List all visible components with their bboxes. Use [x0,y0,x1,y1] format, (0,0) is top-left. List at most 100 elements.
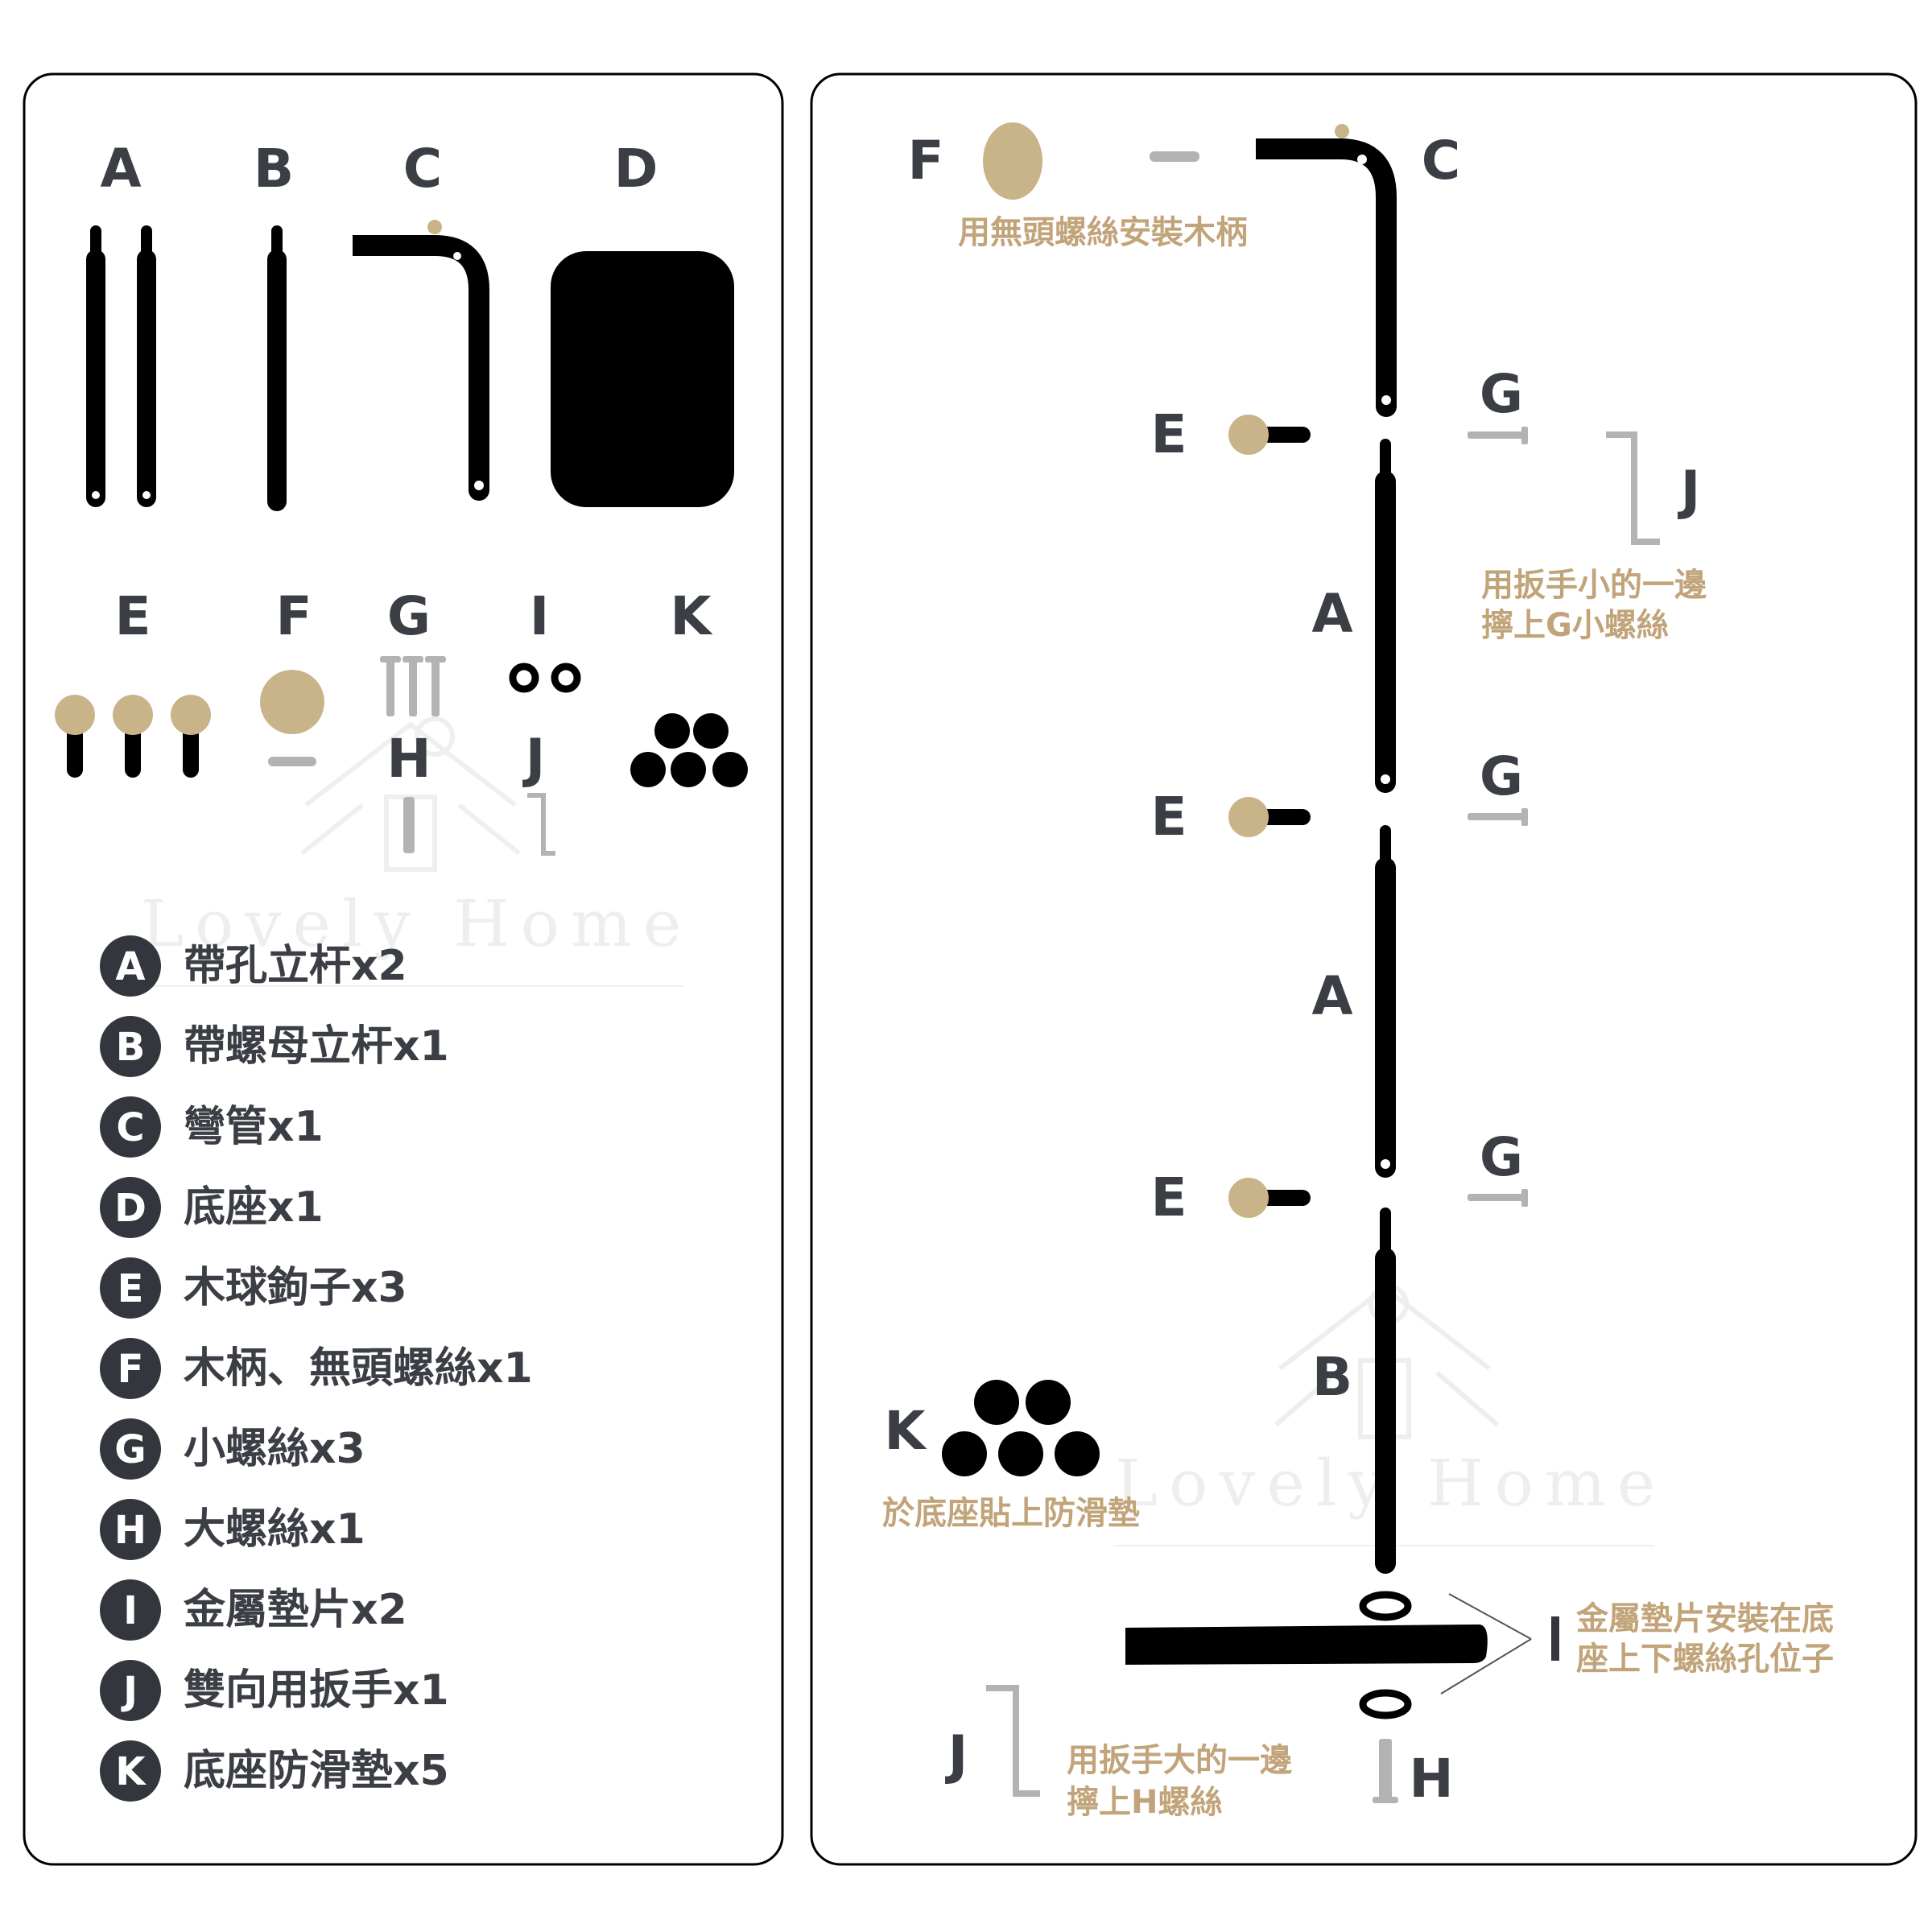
legend-badge-letter: J [121,1669,138,1714]
part-d-base [551,251,734,507]
legend-row: H 大螺絲x1 [100,1499,365,1560]
part-label-h: H [386,728,431,790]
step-i-washer-bottom [1359,1689,1412,1719]
step-label-a-1: A [1311,583,1352,645]
part-label-k: K [670,585,713,647]
step-b-pole [1375,1208,1396,1574]
part-label-c: C [403,138,442,200]
legend-badge-letter: D [114,1186,147,1231]
legend-row: A 帶孔立杆x2 [100,935,407,997]
legend-label: 木柄、無頭螺絲x1 [184,1344,533,1393]
legend-label: 小螺絲x3 [184,1425,365,1473]
step-label-i [1551,1616,1559,1661]
step-i-washer-top [1359,1591,1412,1621]
note-i-line-2: 座上下螺絲孔位子 [1576,1641,1834,1678]
legend-label: 帶螺母立杆x1 [184,1022,449,1071]
note-k: 於底座貼上防滑墊 [882,1495,1140,1532]
legend-badge-letter: H [114,1508,147,1553]
step-e-hook-3 [1228,1178,1311,1218]
part-label-g: G [387,585,431,647]
step-label-e-2: E [1150,786,1187,848]
step-j-wrench-top [1606,431,1660,545]
legend-row: I 金屬墊片x2 [100,1579,407,1641]
step-j-wrench-bottom [986,1685,1040,1797]
assembly-panel [810,72,1918,1866]
part-e-hooks [55,695,211,778]
legend-label: 底座x1 [184,1183,324,1232]
legend-label: 帶孔立杆x2 [184,942,407,990]
step-a-pole-2 [1375,825,1396,1178]
legend-row: B 帶螺母立杆x1 [100,1016,449,1077]
part-h-screw [403,797,415,853]
part-b-pole [267,225,287,511]
part-label-e: E [114,585,151,647]
step-label-f: F [907,130,943,192]
step-label-j-bottom: J [945,1724,968,1786]
note-g-line-2: 擰上G小螺絲 [1481,607,1669,644]
legend-label: 彎管x1 [184,1103,324,1151]
step-label-g-2: G [1480,745,1523,807]
legend-label: 大螺絲x1 [184,1505,365,1554]
watermark-text: Lovely Home [141,886,692,961]
step-label-g-1: G [1480,363,1523,425]
part-k-pads [630,713,748,787]
step-g-screw-3 [1468,1189,1528,1207]
step-a-pole-1 [1375,439,1396,793]
step-label-e-3: E [1150,1166,1187,1228]
part-j-wrench [527,793,555,856]
watermark-logo [300,716,521,872]
note-f: 用無頭螺絲安裝木柄 [958,214,1248,251]
step-label-a-2: A [1311,965,1352,1027]
note-i-line-1: 金屬墊片安裝在底 [1575,1600,1834,1637]
part-a-poles [86,225,156,507]
legend-badge [100,1338,161,1399]
part-label-f: F [275,585,312,647]
legend-badge-letter: G [114,1427,146,1472]
legend-row: E 木球鉤子x3 [100,1257,407,1319]
legend-badge [100,1579,161,1641]
step-f-screw [1150,151,1199,162]
legend-row: K 底座防滑墊x5 [100,1740,449,1802]
step-g-screw-1 [1468,427,1528,444]
note-h-line-1: 用扳手大的一邊 [1067,1742,1293,1779]
parts-panel [23,72,784,1866]
step-label-k: K [884,1400,927,1462]
step-label-c: C [1422,130,1460,192]
step-label-j-top: J [1678,460,1701,522]
part-c-bent-tube [353,220,489,501]
legend-badge-letter: K [115,1749,147,1794]
step-label-b: B [1312,1346,1352,1408]
legend-badge [100,935,161,997]
step-label-g-3: G [1480,1126,1523,1188]
legend-badge-letter: I [123,1588,138,1633]
legend-badge [100,1740,161,1802]
part-i-washers [509,663,581,693]
legend-row: G 小螺絲x3 [100,1418,365,1480]
legend-row: D 底座x1 [100,1177,324,1238]
legend-badge [100,1418,161,1480]
legend-label: 木球鉤子x3 [184,1264,407,1312]
part-label-b: B [254,138,294,200]
legend-badge-letter: B [116,1025,146,1070]
note-h-line-2: 擰上H螺絲 [1067,1784,1222,1821]
part-label-i: I [530,585,550,647]
step-g-screw-2 [1468,808,1528,826]
part-label-d: D [614,138,658,200]
legend-badge [100,1257,161,1319]
step-d-base-side [1125,1624,1488,1665]
legend-badge-letter: A [115,944,145,989]
legend-badge [100,1096,161,1158]
legend-label: 底座防滑墊x5 [184,1747,449,1795]
step-e-hook-2 [1228,797,1311,837]
legend-badge-letter: E [118,1266,144,1311]
step-label-e-1: E [1150,403,1187,465]
legend-label: 金屬墊片x2 [183,1586,407,1634]
legend-badge-letter: F [118,1347,144,1392]
step-e-hook-1 [1228,415,1311,455]
step-label-h: H [1409,1748,1453,1810]
step-c-bent-tube [1256,124,1397,417]
